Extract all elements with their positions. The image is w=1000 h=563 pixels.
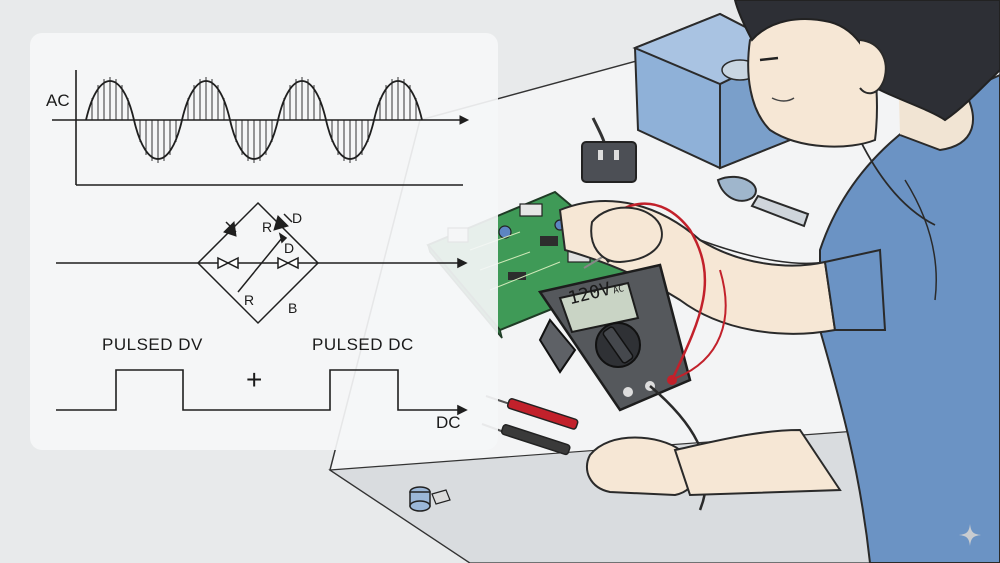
person-head — [733, 0, 1000, 148]
pulsed-dc-label: PULSED DC — [312, 335, 414, 354]
diagram-panel — [30, 33, 498, 450]
pulsed-dv-label: PULSED DV — [102, 335, 203, 354]
ac-waveform — [52, 70, 470, 186]
bridge-rectifier — [56, 201, 468, 325]
sparkle-icon — [959, 524, 981, 546]
hand — [590, 206, 663, 264]
plus-sign: + — [246, 364, 263, 395]
shirt — [819, 73, 1000, 563]
multimeter — [537, 263, 692, 412]
meter-reading-unit: AC — [612, 284, 626, 297]
power-plug — [581, 117, 637, 183]
resistor-label-bottom: R — [244, 292, 255, 308]
diode-label-top: D — [292, 210, 303, 226]
resistor-label-top: R — [262, 219, 273, 235]
small-components — [409, 486, 451, 512]
ac-label: AC — [46, 91, 70, 110]
diode-label-mid: D — [284, 240, 295, 256]
dc-label: DC — [436, 413, 461, 432]
bridge-label-b: B — [288, 300, 298, 316]
wire-cutters — [716, 175, 810, 228]
pulse-waveform — [56, 369, 468, 416]
